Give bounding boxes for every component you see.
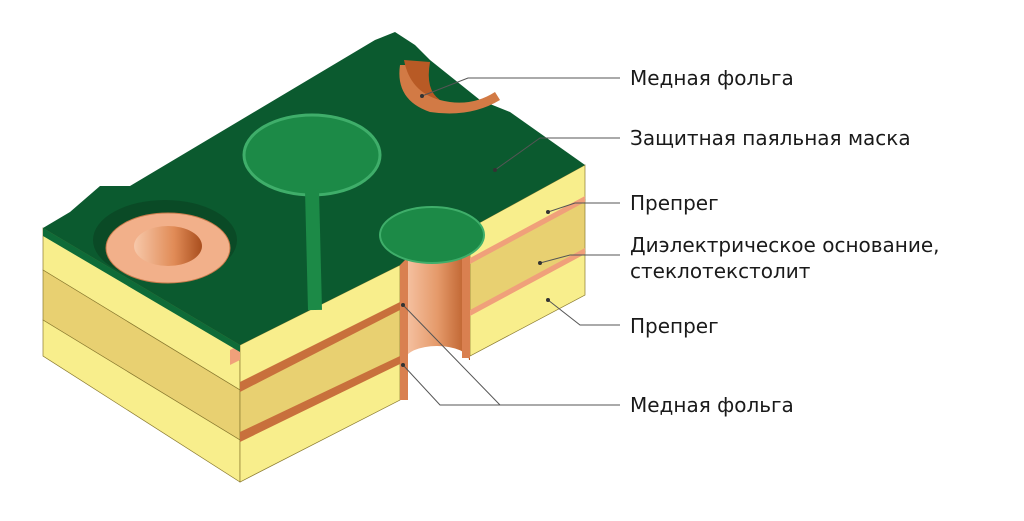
label-prepreg-bottom: Препрег	[630, 314, 719, 338]
leader-lines	[401, 77, 620, 406]
left-face-layers	[42, 227, 241, 483]
copper-inner-trace-1	[240, 302, 400, 392]
label-dielectric-line2: стеклотекстолит	[630, 259, 811, 283]
plated-half-hole	[399, 60, 500, 114]
cut-face-layers	[230, 264, 401, 483]
right-face-layers	[469, 164, 586, 357]
pad-center	[242, 113, 382, 197]
label-dielectric-line1: Диэлектрическое основание,	[630, 233, 940, 257]
plated-hole-left	[93, 200, 237, 284]
label-copper-inner: Медная фольга	[630, 393, 794, 417]
label-prepreg-top: Препрег	[630, 191, 719, 215]
copper-inner-trace-2	[240, 356, 400, 442]
pad-right	[379, 206, 485, 264]
label-solder-mask: Защитная паяльная маска	[630, 126, 911, 150]
label-copper-top: Медная фольга	[630, 66, 794, 90]
trace	[305, 189, 322, 311]
